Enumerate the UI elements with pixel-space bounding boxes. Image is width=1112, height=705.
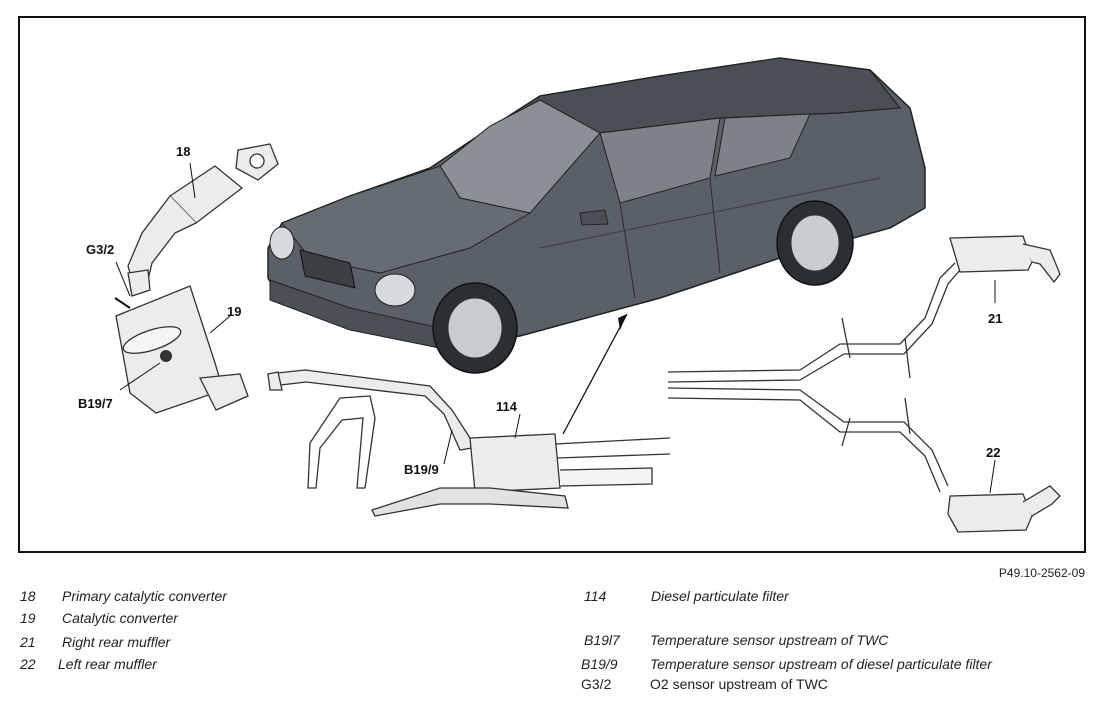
legend-item: 18 Primary catalytic converter [20, 588, 320, 608]
legend-item: B19/9 Temperature sensor upstream of die… [581, 656, 1091, 676]
legend-code: 18 [20, 588, 36, 604]
callout-19: 19 [227, 304, 242, 319]
diagram-frame: 18 G3/2 19 B19/7 114 B19/9 21 22 [18, 16, 1086, 553]
callout-g3-2: G3/2 [86, 242, 115, 257]
legend-item: 21 Right rear muffler [20, 634, 320, 654]
legend-item: 19 Catalytic converter [20, 610, 320, 630]
callout-b19-7: B19/7 [78, 396, 113, 411]
legend-code: 19 [20, 610, 36, 626]
legend-description: Left rear muffler [58, 656, 157, 672]
diesel-particulate-filter-assembly [267, 369, 671, 517]
primary-catalytic-converter-assembly [115, 143, 279, 414]
right-rear-muffler [949, 235, 1061, 284]
legend-description: Primary catalytic converter [62, 588, 227, 604]
callout-b19-9: B19/9 [404, 462, 439, 477]
legend-description: Catalytic converter [62, 610, 178, 626]
legend-item: 22 Left rear muffler [20, 656, 320, 676]
legend-description: Temperature sensor upstream of TWC [650, 632, 889, 648]
legend-description: O2 sensor upstream of TWC [650, 676, 828, 692]
legend-description: Right rear muffler [62, 634, 171, 650]
legend-code: B19/9 [581, 656, 618, 672]
callout-22: 22 [986, 445, 1001, 460]
callout-114: 114 [496, 399, 517, 414]
callout-21: 21 [988, 311, 1003, 326]
callout-leaders [115, 162, 996, 494]
legend-item: G3/2 O2 sensor upstream of TWC [581, 676, 1081, 696]
rear-exhaust-system [667, 262, 961, 493]
exhaust-system-illustration [114, 57, 1061, 533]
legend-description: Temperature sensor upstream of diesel pa… [650, 656, 992, 672]
legend-code: 114 [584, 588, 607, 604]
legend-item: B19l7 Temperature sensor upstream of TWC [584, 632, 1084, 652]
figure-reference: P49.10-2562-09 [998, 566, 1085, 580]
callout-18: 18 [176, 144, 191, 159]
car-illustration [267, 57, 926, 374]
legend-code: B19l7 [584, 632, 620, 648]
legend-description: Diesel particulate filter [651, 588, 789, 604]
legend-code: 21 [20, 634, 36, 650]
legend-code: G3/2 [581, 676, 612, 692]
legend-item: 114 Diesel particulate filter [584, 588, 1084, 608]
legend-code: 22 [20, 656, 36, 672]
left-rear-muffler [947, 485, 1061, 533]
